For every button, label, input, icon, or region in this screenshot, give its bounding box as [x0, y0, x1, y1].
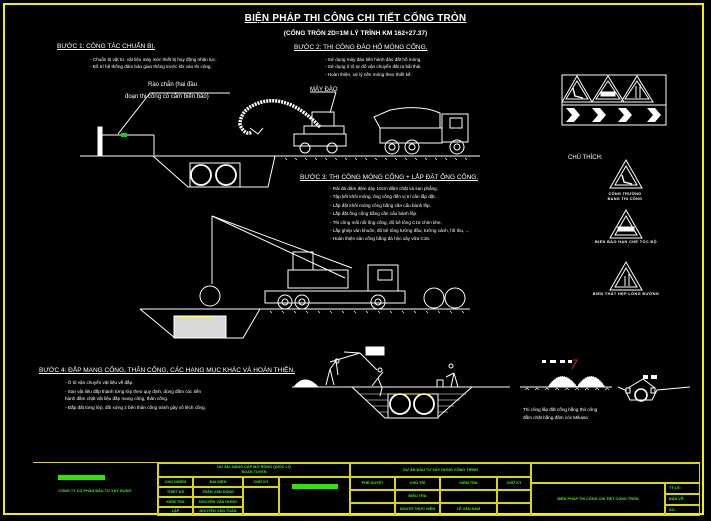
name-cell: NGUYỄN VĂN TUẤN	[193, 507, 243, 516]
excavator	[238, 91, 347, 154]
step1-bullet: - Bố trí hệ thống đảm bảo giao thông trư…	[90, 64, 212, 70]
excavation-pit-step3	[139, 308, 261, 339]
step4-bullets: - Ô tô vận chuyển vật liệu về đắp. - San…	[65, 379, 206, 412]
step4-header: BƯỚC 4: ĐẮP MANG CỐNG, THÂN CỐNG, CÁC HẠ…	[39, 367, 295, 374]
legend-label-speed-limit: BIỂN BÁO HẠN CHẾ TỐC ĐỘ	[595, 240, 657, 244]
step3-bullet: - Lắp đặt khối móng cống bằng cần cẩu bá…	[330, 202, 431, 208]
backfill-trench	[351, 386, 473, 419]
approve-cell: NGƯỜI THỰC HIỆN	[395, 503, 440, 516]
ground-hatch-step3	[269, 310, 465, 314]
step3-bullet: - Rải đá dăm đệm dày 10cm đầm chặt và sa…	[330, 186, 439, 191]
step2-header: BƯỚC 2: THI CÔNG ĐÀO HỐ MÓNG CỐNG.	[294, 44, 428, 51]
legend-label-men-at-work: CÔNG TRƯỜNG ĐANG THI CÔNG	[600, 192, 650, 202]
approve-cell	[497, 503, 531, 516]
step2-bullets: - Sử dụng máy đào tiến hành đào đất hố m…	[325, 56, 422, 78]
step3-bullet: - Lắp ghép ván khuôn, đổ bê tông tường đ…	[330, 228, 470, 234]
approve-col: CHỮ KÝ	[497, 477, 531, 490]
step4-note-line1: Thi công lấp đất cống bằng thủ công	[523, 407, 598, 412]
legend-label-line: CÔNG TRƯỜNG	[608, 192, 642, 196]
worker-label-box	[329, 346, 385, 371]
barrier-callout-line1: Rào chắn (hai đầu	[148, 82, 198, 88]
chevron-arrows	[566, 108, 661, 122]
compaction-detail	[520, 359, 691, 402]
sheet-no-field: SỐ:	[665, 505, 700, 516]
men-at-work-sign-icon	[561, 74, 593, 103]
stored-culvert-pipes	[423, 287, 466, 309]
excavator-label: MÁY ĐÀO	[310, 87, 338, 93]
step3-bullet: - Hoàn thiện sân cống bằng đá hộc xây vữ…	[330, 236, 431, 242]
contract-cell	[531, 463, 700, 483]
company-bar	[58, 475, 105, 480]
company-name: CÔNG TY CỔ PHẦN ĐẦU TƯ XÂY DỰNG	[58, 488, 132, 493]
drawing-frame	[3, 3, 704, 515]
sign-board	[561, 74, 667, 126]
mobile-crane	[199, 215, 406, 310]
name-cell: ĐẠI DIỆN	[193, 477, 243, 487]
step3-header: BƯỚC 3: THI CÔNG MÓNG CỐNG + LẮP ĐẶT ỐNG…	[300, 174, 479, 181]
project-desc-cell: DỰ ÁN ĐẦU TƯ XÂY DỰNG CÔNG TRÌNH	[350, 463, 531, 477]
legend-sign-men-at-work	[609, 158, 643, 189]
owner-cell	[279, 477, 350, 516]
step2-bullet: - Sử dụng ô tô tự đổ vận chuyển đất ra b…	[325, 64, 422, 70]
ground-hatch-step2	[284, 157, 468, 161]
step1-bullets: - Chuẩn bị vật tư, vật liệu máy móc thiế…	[90, 56, 217, 71]
green-marker	[121, 133, 127, 137]
approve-cell: ĐIỀU TRA	[395, 490, 440, 503]
approve-cell	[350, 490, 395, 503]
consultant-cell: DỰ ÁN: NÂNG CẤP MỞ RỘNG QUỐC LỘ ĐOẠN TUY…	[158, 463, 350, 477]
sign-header-cell: CHỮ KÝ	[243, 477, 279, 487]
step1-header: BƯỚC 1: CÔNG TÁC CHUẨN BỊ.	[57, 43, 156, 50]
step4-bullet: - San vật liệu đắp thành từng lớp theo q…	[65, 389, 202, 394]
name-cell: TRẦN VĂN DŨNG	[193, 487, 243, 497]
approve-cell	[350, 503, 395, 516]
barrier-callout-line2: đoạn thi công có cắm biển báo)	[125, 94, 209, 100]
step3-bullet: - Lắp đặt ống cống bằng cần cẩu bánh lốp…	[330, 211, 418, 217]
step3-bullet: - Tập kết khối móng, ống cống đến vị trí…	[330, 194, 436, 200]
title-block: CÔNG TY CỔ PHẦN ĐẦU TƯ XÂY DỰNG DỰ ÁN: N…	[33, 462, 700, 516]
step4-note-line2: đầm chặt bằng đầm cóc Mikasa	[523, 415, 588, 420]
step3-bullet: - Thi công mối nối ống cống, đổ bê tông …	[330, 219, 442, 225]
dump-truck	[373, 107, 469, 155]
drawing-subtitle: (CỐNG TRÒN 2D=1M LÝ TRÌNH KM 162+27.37)	[283, 30, 428, 37]
company-cell: CÔNG TY CỔ PHẦN ĐẦU TƯ XÂY DỰNG	[33, 463, 158, 516]
role-cell: LẬP	[158, 507, 193, 516]
role-cell: THIẾT KẾ	[158, 487, 193, 497]
approve-cell: LÊ VĂN NAM	[440, 503, 497, 516]
role-cell: KIỂM TRA	[158, 497, 193, 507]
name-cell: NGUYỄN VĂN HƯNG	[193, 497, 243, 507]
barrier	[97, 92, 230, 157]
legend-label-road-narrows: BIỂN THẮT HẸP LÒNG ĐƯỜNG	[592, 292, 660, 296]
speed-limit-sign-icon	[591, 75, 625, 103]
owner-bar	[292, 484, 338, 489]
approve-col: KIỂM TRA	[440, 477, 497, 490]
step3-bullets: - Rải đá dăm đệm dày 10cm đầm chặt và sa…	[330, 185, 469, 244]
drawing-title: BIỆN PHÁP THI CÔNG CHI TIẾT CỐNG TRÒN	[244, 13, 467, 24]
step4-bullet: hành đầm chặt vật liệu đắp mang cống, th…	[65, 396, 169, 401]
drawing-no-field: BẢN VẼ:	[665, 494, 700, 505]
backfill-pile	[293, 379, 319, 388]
approve-cell	[497, 490, 531, 503]
road-narrows-sign-icon	[620, 75, 654, 103]
legend-title: CHÚ THÍCH:	[568, 155, 603, 161]
approve-col: CHỦ TRÌ	[395, 477, 440, 490]
approve-cell	[440, 490, 497, 503]
step4-bullet: - Đắp đất từng lớp, đối xứng 2 bên thân …	[65, 405, 206, 410]
scale-field: TỶ LỆ:	[665, 483, 700, 494]
step1-bullet: - Chuẩn bị vật tư, vật liệu máy móc thiế…	[90, 57, 217, 62]
legend-sign-speed-limit	[609, 208, 643, 239]
step2-bullet: - Sử dụng máy đào tiến hành đào đất hố m…	[325, 57, 422, 62]
legend-sign-road-narrows	[609, 260, 643, 291]
step2-bullet: - Hoàn thiện, xử lý nền móng theo thiết …	[325, 71, 412, 77]
excavation-pit-step1	[152, 155, 276, 188]
consultant-name: DỰ ÁN: NÂNG CẤP MỞ RỘNG QUỐC LỘ	[217, 465, 291, 469]
approve-col: PHÊ DUYỆT	[350, 477, 395, 490]
sign-cell	[243, 487, 279, 516]
step4-bullet: - Ô tô vận chuyển vật liệu về đắp.	[65, 380, 134, 385]
role-cell: CHỦ NHIỆM	[158, 477, 193, 487]
workers	[325, 358, 459, 397]
drawing-name-cell: BIỆN PHÁP THI CÔNG CHI TIẾT CỐNG TRÒN	[531, 483, 665, 516]
consultant-sub: ĐOẠN TUYẾN	[241, 470, 267, 474]
legend-label-line: ĐANG THI CÔNG	[607, 197, 643, 201]
